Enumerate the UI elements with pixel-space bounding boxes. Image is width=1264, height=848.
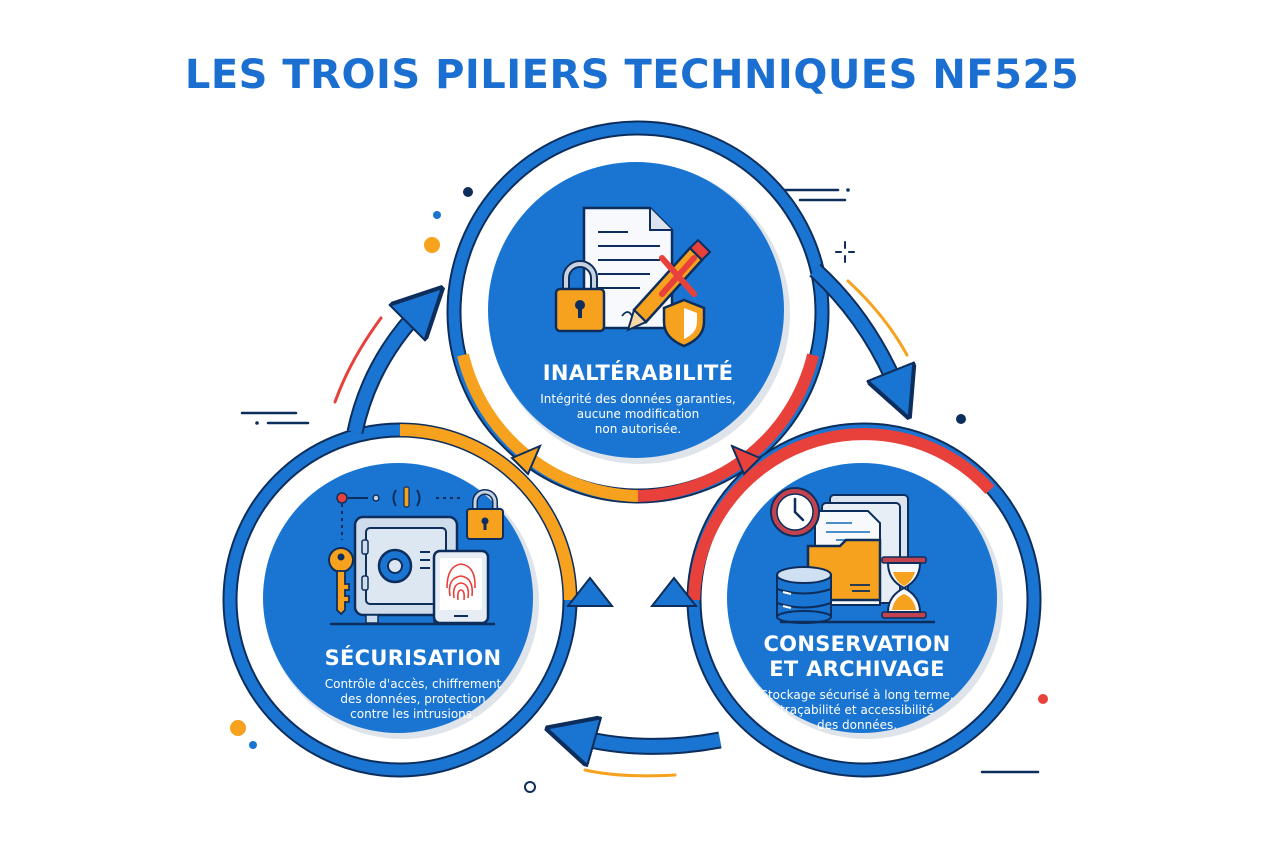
arrow-head-icon bbox=[730, 444, 762, 476]
pillar-description: Contrôle d'accès, chiffrement des donnée… bbox=[324, 677, 502, 721]
arrow-icon bbox=[810, 265, 900, 395]
pillar-securisation: SÉCURISATION Contrôle d'accès, chiffreme… bbox=[283, 646, 543, 722]
pillar-inalterabilite: INALTÉRABILITÉ Intégrité des données gar… bbox=[508, 361, 768, 437]
arrow-head-icon bbox=[510, 444, 542, 476]
dot-decoration bbox=[433, 211, 441, 219]
alert-signal-icon bbox=[392, 486, 421, 508]
hourglass-icon bbox=[881, 556, 927, 619]
diagram-title: LES TROIS PILIERS TECHNIQUES NF525 bbox=[184, 52, 1080, 98]
padlock-icon bbox=[466, 489, 504, 540]
key-icon bbox=[328, 547, 354, 616]
clock-icon bbox=[770, 487, 820, 537]
padlock-icon bbox=[554, 260, 606, 333]
sparkle-decoration bbox=[835, 241, 855, 263]
cycle-arrows bbox=[346, 263, 900, 746]
pillar-title: INALTÉRABILITÉ bbox=[542, 361, 734, 385]
pillar-conservation: CONSERVATION ET ARCHIVAGE Stockage sécur… bbox=[722, 632, 992, 733]
conservation-illustration bbox=[770, 487, 935, 624]
outer-rings bbox=[222, 120, 1042, 778]
arrow-head-icon bbox=[649, 576, 699, 607]
database-icon bbox=[776, 566, 832, 624]
dot-decoration bbox=[424, 237, 440, 253]
arrow-icon bbox=[348, 305, 425, 434]
decorations bbox=[230, 187, 1048, 793]
cross-icon bbox=[659, 255, 697, 297]
securisation-illustration bbox=[328, 486, 504, 626]
fingerprint-phone-icon bbox=[432, 549, 490, 625]
pillar-description: Stockage sécurisé à long terme, traçabil… bbox=[760, 688, 954, 732]
shield-icon bbox=[662, 298, 706, 348]
inalterabilite-illustration bbox=[554, 206, 712, 348]
dot-decoration bbox=[463, 187, 473, 197]
pillar-title: SÉCURISATION bbox=[324, 646, 502, 670]
arrow-head-icon bbox=[565, 576, 615, 607]
network-line-icon bbox=[336, 492, 460, 540]
arrow-icon bbox=[570, 735, 722, 746]
pillar-title: CONSERVATION ET ARCHIVAGE bbox=[763, 632, 951, 681]
pillar-description: Intégrité des données garanties, aucune … bbox=[540, 392, 736, 436]
